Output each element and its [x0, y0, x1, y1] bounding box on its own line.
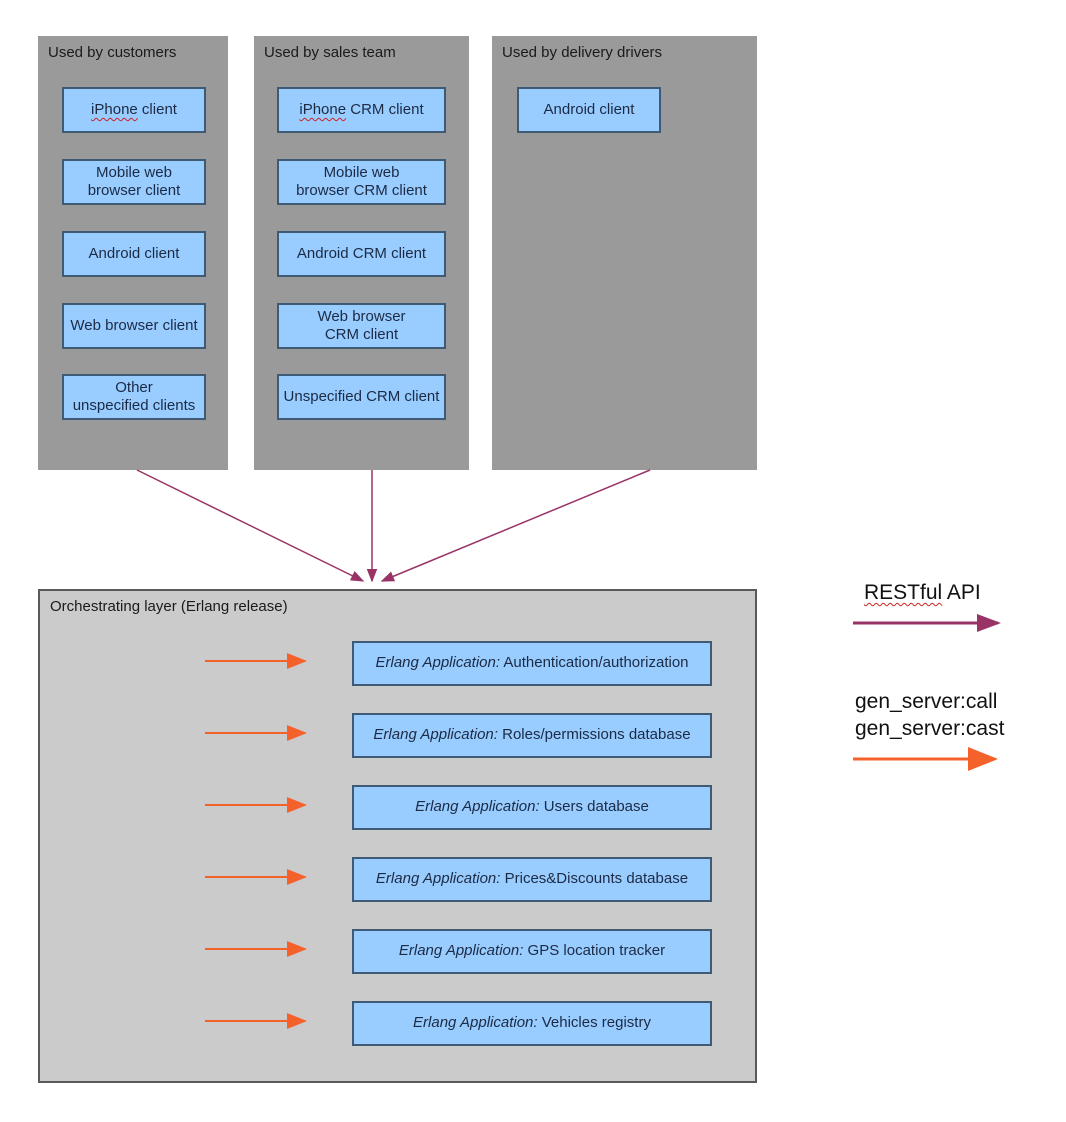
- box-mobile-web-browser-crm-client: Mobile web browser CRM client: [277, 159, 446, 205]
- arrow-customers-to-layer: [136, 469, 365, 582]
- legend-gen-server-call-label: gen_server:call: [855, 690, 998, 713]
- app-label: Erlang Application: Users database: [415, 798, 649, 816]
- app-name: Roles/permissions database: [497, 726, 691, 744]
- box-unspecified-crm-client: Unspecified CRM client: [277, 374, 446, 420]
- box-web-browser-client: Web browser client: [62, 303, 206, 349]
- app-name: Prices&Discounts database: [500, 870, 689, 888]
- app-name: Users database: [539, 798, 649, 816]
- box-label: Web browser client: [70, 316, 198, 334]
- legend-gen-server-cast-label: gen_server:cast: [855, 717, 1005, 740]
- container-title: Used by customers: [48, 44, 177, 61]
- box-android-client: Android client: [62, 231, 206, 277]
- app-box-roles-permissions: Erlang Application: Roles/permissions da…: [352, 713, 712, 758]
- app-label: Erlang Application: Authentication/autho…: [376, 654, 689, 672]
- app-box-prices-discounts: Erlang Application: Prices&Discounts dat…: [352, 857, 712, 902]
- container-title: Used by delivery drivers: [502, 44, 663, 61]
- box-label: Mobile web browser CRM client: [296, 163, 427, 199]
- app-box-authentication: Erlang Application: Authentication/autho…: [352, 641, 712, 686]
- spellchecked-word: iPhone: [299, 100, 347, 118]
- app-label: Erlang Application: GPS location tracker: [399, 942, 665, 960]
- container-used-by-delivery-drivers: Used by delivery drivers Android client: [492, 36, 757, 470]
- app-prefix: Erlang Application:: [375, 870, 501, 888]
- layer-title: Orchestrating layer (Erlang release): [50, 598, 288, 615]
- spellchecked-word: iPhone: [91, 100, 138, 118]
- orchestrating-layer: Orchestrating layer (Erlang release) Erl…: [38, 589, 757, 1083]
- app-prefix: Erlang Application:: [375, 654, 501, 672]
- container-title: Used by sales team: [264, 44, 396, 61]
- box-android-client-drivers: Android client: [517, 87, 661, 133]
- box-label: Web browser CRM client: [317, 307, 406, 343]
- box-label: Android client: [543, 100, 635, 118]
- label-rest: client: [137, 100, 177, 118]
- label-rest: API: [942, 581, 981, 604]
- box-label: iPhone CRM client: [299, 101, 423, 119]
- app-label: Erlang Application: Roles/permissions da…: [373, 726, 690, 744]
- app-prefix: Erlang Application:: [373, 726, 498, 744]
- box-iphone-crm-client: iPhone CRM client: [277, 87, 446, 133]
- app-prefix: Erlang Application:: [398, 942, 524, 960]
- box-mobile-web-browser-client: Mobile web browser client: [62, 159, 206, 205]
- app-prefix: Erlang Application:: [415, 798, 540, 816]
- box-label: Android CRM client: [296, 244, 427, 262]
- app-label: Erlang Application: Prices&Discounts dat…: [376, 870, 688, 888]
- app-box-gps-tracker: Erlang Application: GPS location tracker: [352, 929, 712, 974]
- app-prefix: Erlang Application:: [413, 1014, 538, 1032]
- app-name: Vehicles registry: [537, 1014, 651, 1032]
- label-rest: CRM client: [346, 100, 424, 118]
- box-label: Unspecified CRM client: [283, 387, 440, 405]
- app-name: Authentication/authorization: [500, 654, 689, 672]
- app-box-users-database: Erlang Application: Users database: [352, 785, 712, 830]
- spellchecked-word: RESTful: [864, 581, 943, 604]
- app-label: Erlang Application: Vehicles registry: [413, 1014, 651, 1032]
- app-box-vehicles-registry: Erlang Application: Vehicles registry: [352, 1001, 712, 1046]
- container-used-by-sales-team: Used by sales team iPhone CRM client Mob…: [254, 36, 469, 470]
- box-label: Mobile web browser client: [87, 163, 181, 199]
- box-label: Other unspecified clients: [72, 378, 196, 414]
- legend-restful-api-label: RESTful API: [864, 581, 981, 605]
- box-other-unspecified-clients: Other unspecified clients: [62, 374, 206, 420]
- container-used-by-customers: Used by customers iPhone client Mobile w…: [38, 36, 228, 470]
- arrow-drivers-to-layer: [380, 469, 651, 582]
- box-label: Android client: [88, 244, 180, 262]
- box-web-browser-crm-client: Web browser CRM client: [277, 303, 446, 349]
- box-label: iPhone client: [91, 101, 177, 119]
- box-iphone-client: iPhone client: [62, 87, 206, 133]
- box-android-crm-client: Android CRM client: [277, 231, 446, 277]
- app-name: GPS location tracker: [523, 942, 666, 960]
